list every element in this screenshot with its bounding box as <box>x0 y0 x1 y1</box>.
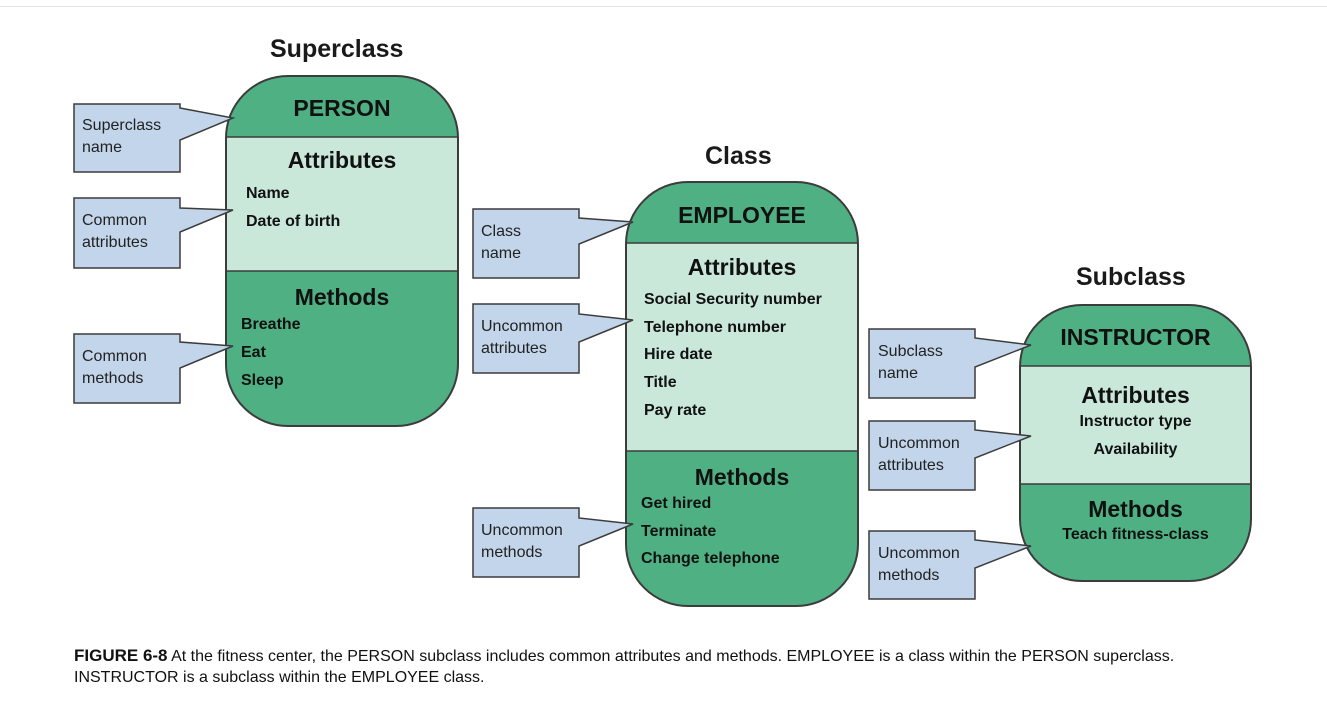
instructor-class-box <box>1019 304 1252 582</box>
employee-class-box <box>625 181 859 607</box>
person-attribute: Date of birth <box>246 213 341 230</box>
employee-method: Change telephone <box>641 550 780 567</box>
person-outline <box>225 75 459 427</box>
callout-emp-uncommon-methods <box>472 507 634 578</box>
callout-inst-uncommon-methods <box>868 530 1032 600</box>
instructor-method: Teach fitness-class <box>1062 526 1209 543</box>
callout-common-attributes <box>73 197 234 269</box>
figure-caption-text: At the fitness center, the PERSON subcla… <box>74 648 1175 686</box>
subclass-heading: Subclass <box>1076 263 1186 291</box>
top-rule <box>0 6 1327 7</box>
callout-class-name <box>472 208 634 279</box>
employee-attributes-title: Attributes <box>687 254 797 280</box>
callout-emp-uncommon-attributes <box>472 303 634 374</box>
person-method: Breathe <box>241 316 301 333</box>
person-attributes-title: Attributes <box>287 147 397 173</box>
superclass-heading: Superclass <box>270 35 404 63</box>
class-heading: Class <box>705 142 772 170</box>
person-method: Sleep <box>241 372 284 389</box>
person-attributes-section <box>226 137 458 271</box>
instructor-methods-title: Methods <box>1088 496 1183 522</box>
callout-superclass-name <box>73 103 236 173</box>
instructor-class-name: INSTRUCTOR <box>1060 324 1211 350</box>
instructor-attributes-section <box>1020 366 1251 484</box>
instructor-attributes-title: Attributes <box>1081 382 1190 408</box>
employee-attribute: Title <box>644 374 677 391</box>
person-class: PERSON Attributes Name Date of birth Met… <box>226 76 458 426</box>
callout-inst-uncommon-attributes <box>868 420 1032 491</box>
employee-attribute: Social Security number <box>644 291 822 308</box>
employee-attribute: Telephone number <box>644 319 786 336</box>
instructor-outline <box>1019 304 1252 582</box>
figure-caption: FIGURE 6-8 At the fitness center, the PE… <box>74 645 1274 688</box>
instructor-class: INSTRUCTOR Attributes Instructor type Av… <box>1020 305 1251 581</box>
person-methods-title: Methods <box>294 284 390 310</box>
person-method: Eat <box>241 344 266 361</box>
person-attribute: Name <box>246 185 290 202</box>
callout-subclass-name <box>868 328 1032 399</box>
employee-class-name: EMPLOYEE <box>678 202 806 228</box>
employee-class: EMPLOYEE Attributes Social Security numb… <box>626 182 858 606</box>
employee-methods-title: Methods <box>694 464 790 490</box>
callout-common-methods <box>73 333 234 404</box>
figure-label: FIGURE 6-8 <box>74 646 168 665</box>
employee-attribute: Hire date <box>644 346 713 363</box>
employee-attribute: Pay rate <box>644 402 707 419</box>
person-class-box <box>225 75 459 427</box>
employee-attributes-section <box>626 243 858 451</box>
instructor-attribute: Availability <box>1093 441 1178 458</box>
employee-outline <box>625 181 859 607</box>
employee-method: Terminate <box>641 523 717 540</box>
employee-method: Get hired <box>641 495 712 512</box>
person-class-name: PERSON <box>293 95 391 121</box>
instructor-attribute: Instructor type <box>1079 413 1192 430</box>
